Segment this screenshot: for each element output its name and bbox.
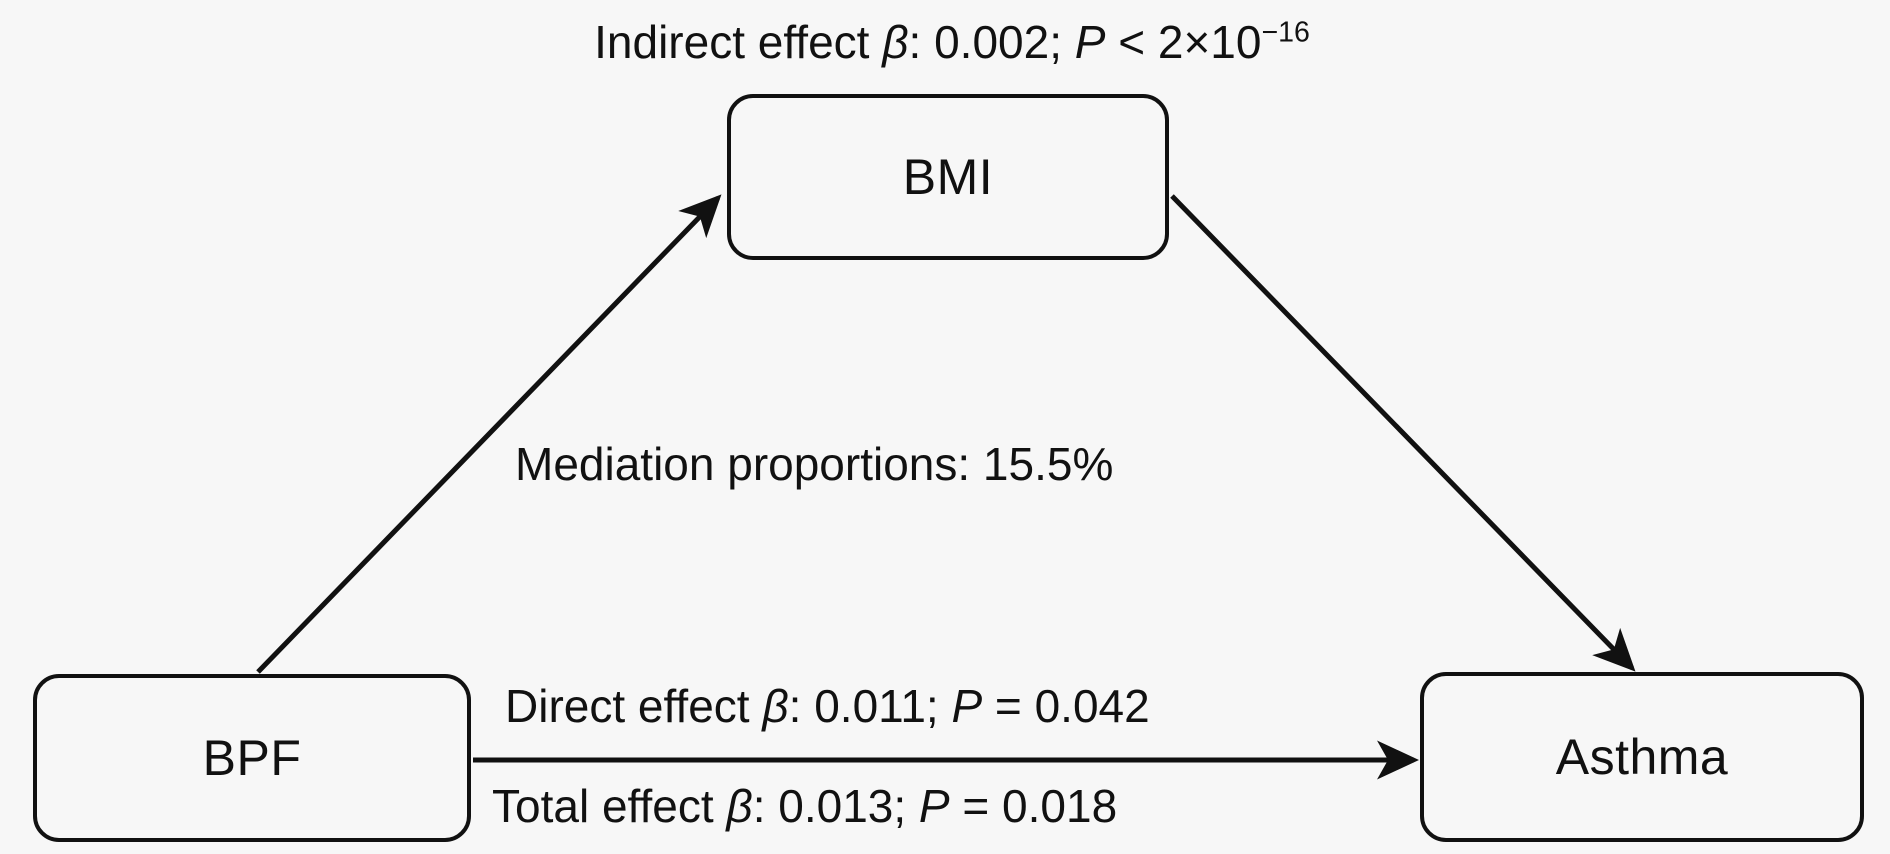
- total-beta-symbol: β: [726, 780, 753, 832]
- total-p-symbol: P: [918, 780, 950, 832]
- direct-beta-symbol: β: [762, 680, 789, 732]
- node-bpf-label: BPF: [202, 730, 302, 786]
- indirect-beta-value-text: : 0.002;: [908, 16, 1075, 68]
- direct-p-symbol: P: [951, 680, 983, 732]
- arrow-bmi-to-asthma: [1170, 194, 1636, 672]
- total-effect-prefix: Total effect: [492, 780, 727, 832]
- node-bmi[interactable]: BMI: [727, 94, 1169, 260]
- indirect-effect-prefix: Indirect effect: [594, 16, 883, 68]
- indirect-p-exponent: −16: [1261, 16, 1310, 49]
- node-asthma[interactable]: Asthma: [1420, 672, 1864, 842]
- total-beta-value-text: : 0.013;: [752, 780, 919, 832]
- direct-beta-value-text: : 0.011;: [788, 680, 952, 732]
- direct-effect-label: Direct effect β: 0.011; P = 0.042: [505, 682, 1150, 730]
- total-effect-label: Total effect β: 0.013; P = 0.018: [492, 782, 1117, 830]
- indirect-effect-label: Indirect effect β: 0.002; P < 2×10−16: [0, 18, 1890, 66]
- indirect-p-symbol: P: [1074, 16, 1106, 68]
- direct-effect-prefix: Direct effect: [505, 680, 763, 732]
- node-bpf[interactable]: BPF: [33, 674, 471, 842]
- indirect-p-value-text: < 2×10: [1105, 16, 1262, 68]
- mediation-proportion-label: Mediation proportions: 15.5%: [515, 440, 1113, 488]
- node-bmi-label: BMI: [902, 149, 994, 205]
- direct-p-value-text: = 0.042: [982, 680, 1150, 732]
- total-p-value-text: = 0.018: [949, 780, 1118, 832]
- indirect-beta-symbol: β: [882, 16, 909, 68]
- arrow-bpf-to-bmi: [256, 194, 722, 674]
- mediation-proportion-text: Mediation proportions: 15.5%: [515, 438, 1114, 490]
- node-asthma-label: Asthma: [1555, 729, 1729, 785]
